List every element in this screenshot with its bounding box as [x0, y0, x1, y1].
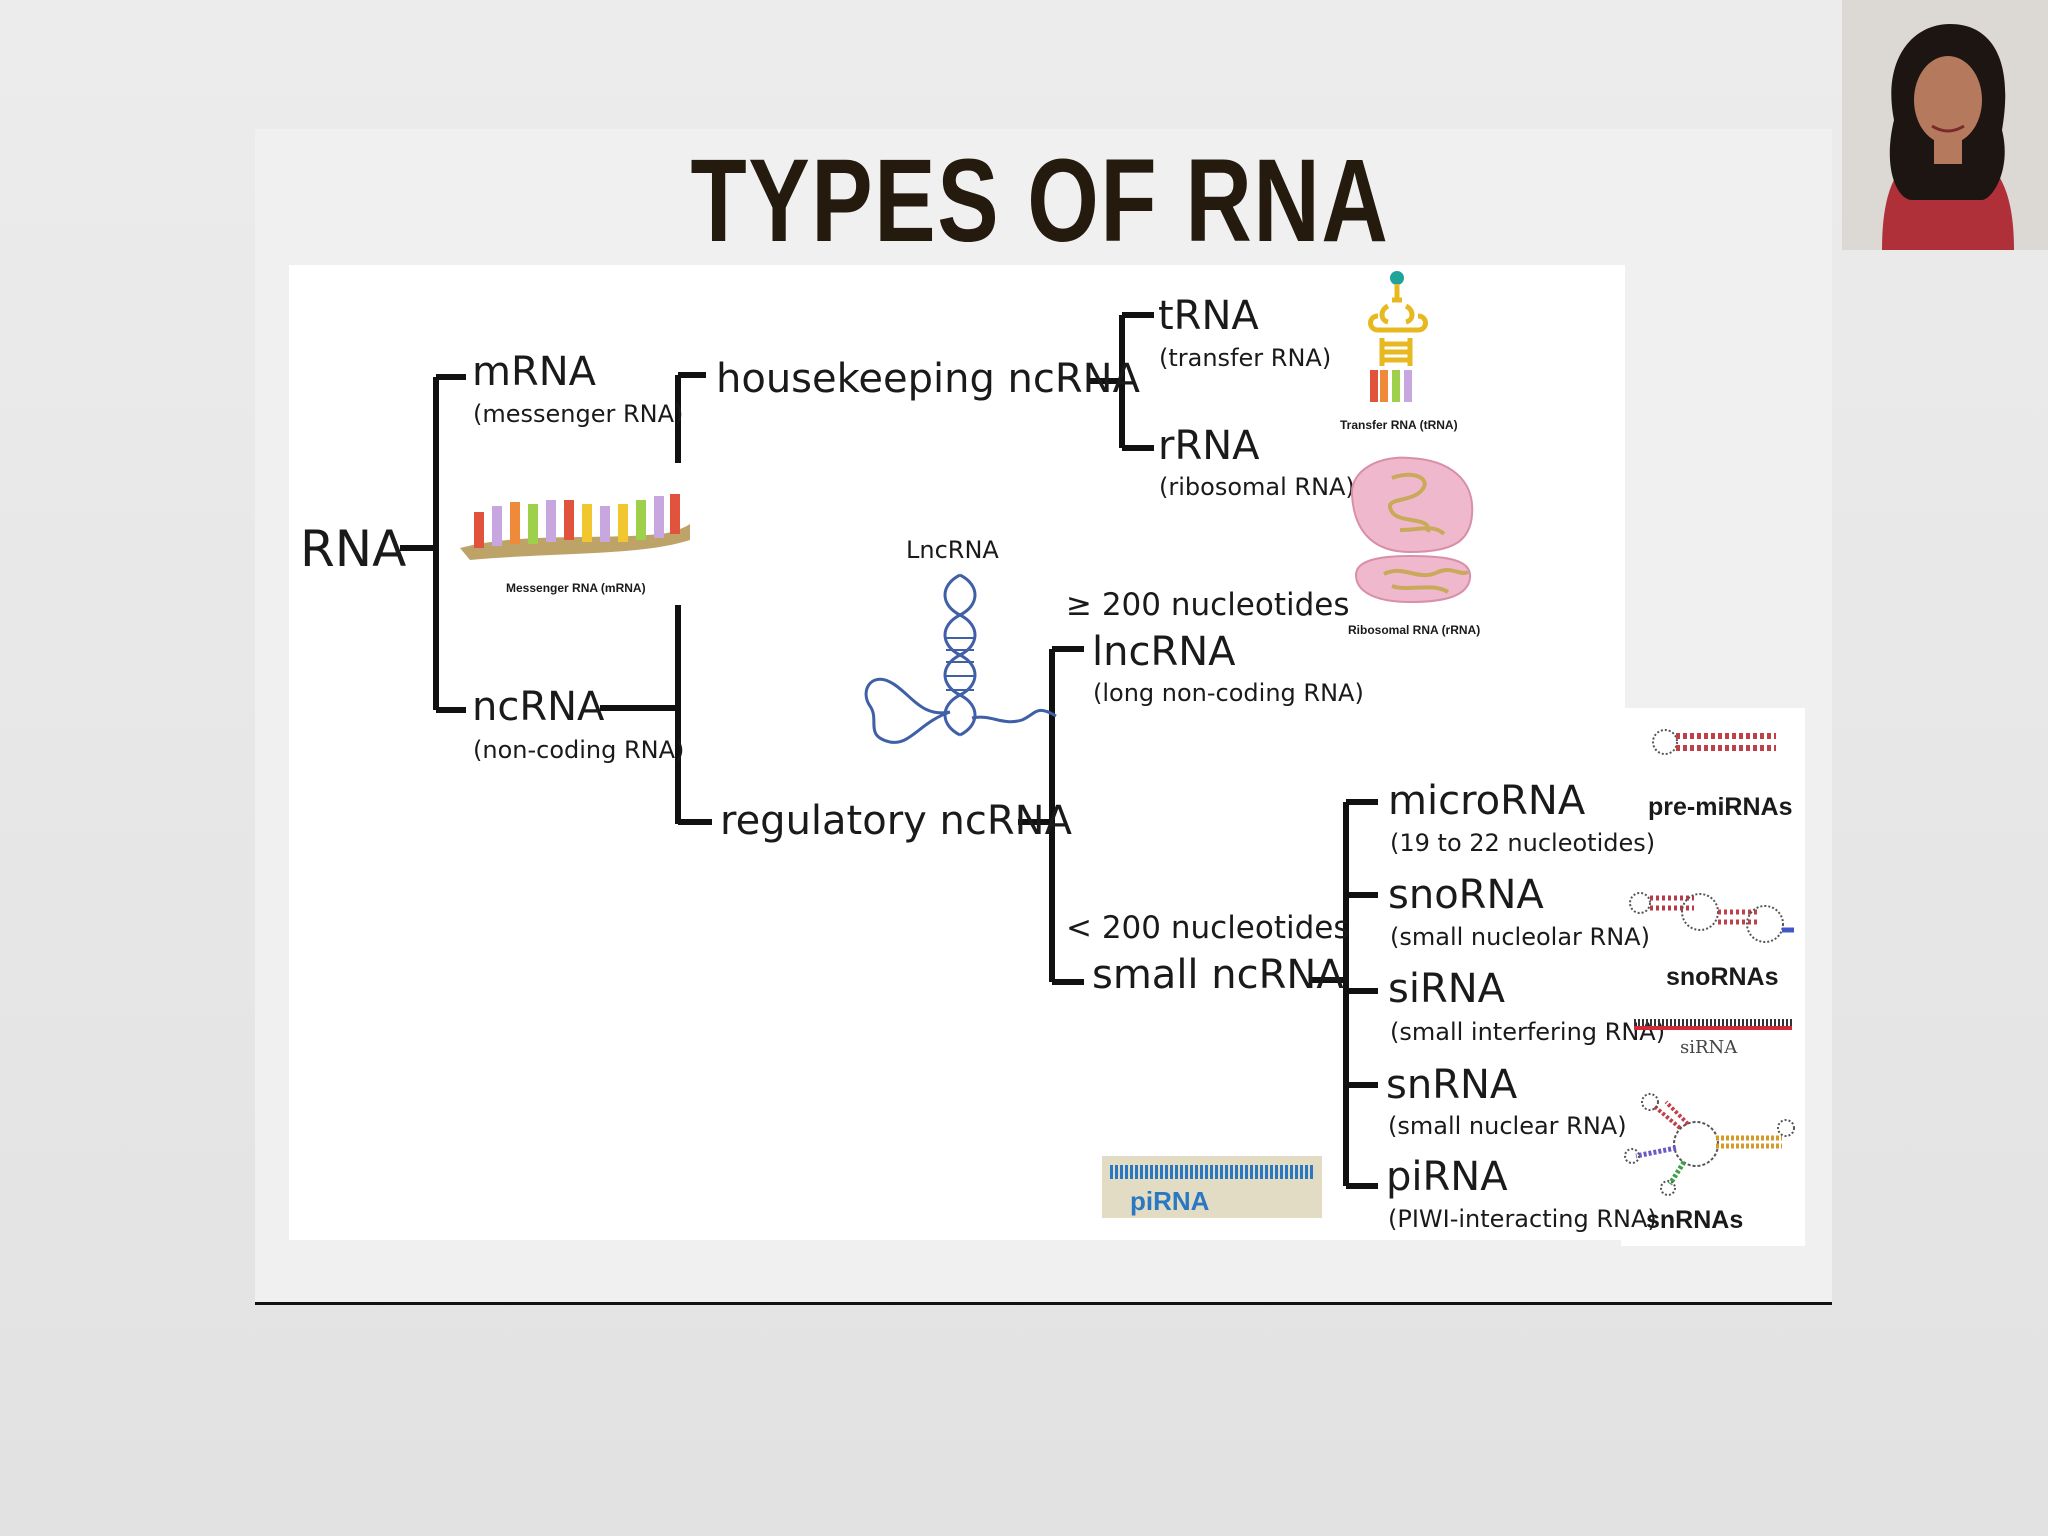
- diagram-panel: [289, 265, 1625, 1240]
- node-pirna-subtitle: (PIWI-interacting RNA): [1388, 1205, 1657, 1233]
- node-small-ncrna: small ncRNA: [1092, 952, 1344, 998]
- sirna-image-caption: siRNA: [1680, 1037, 1738, 1058]
- webcam-presenter-feed: [1842, 0, 2048, 250]
- snorna-illustration: snoRNAs: [1629, 892, 1794, 991]
- note-ge-200: ≥ 200 nucleotides: [1066, 587, 1350, 623]
- lncrna-image-caption: LncRNA: [906, 536, 999, 564]
- node-rrna-subtitle: (ribosomal RNA): [1159, 473, 1355, 501]
- trna-image-caption: Transfer RNA (tRNA): [1340, 418, 1458, 432]
- note-lt-200: < 200 nucleotides: [1066, 910, 1350, 946]
- node-mrna: mRNA: [472, 349, 597, 395]
- slide-title: TYPES OF RNA: [690, 135, 1390, 267]
- node-housekeeping: housekeeping ncRNA: [716, 356, 1141, 402]
- node-lncrna: lncRNA: [1092, 629, 1236, 675]
- sirna-illustration: siRNA: [1634, 1019, 1792, 1058]
- node-microrna: microRNA: [1388, 778, 1586, 824]
- rrna-illustration: Ribosomal RNA (rRNA): [1348, 456, 1480, 637]
- node-snrna: snRNA: [1386, 1062, 1518, 1108]
- pirna-image-caption: piRNA: [1130, 1186, 1210, 1216]
- node-sirna: siRNA: [1388, 966, 1506, 1012]
- node-trna: tRNA: [1158, 293, 1259, 339]
- node-ncrna-subtitle: (non-coding RNA): [473, 736, 684, 764]
- node-pirna: piRNA: [1386, 1154, 1508, 1200]
- node-trna-subtitle: (transfer RNA): [1159, 344, 1331, 372]
- rrna-image-caption: Ribosomal RNA (rRNA): [1348, 623, 1480, 637]
- presenter-image: [1842, 0, 2048, 250]
- lncrna-illustration: LncRNA: [864, 536, 1057, 744]
- node-snorna-subtitle: (small nucleolar RNA): [1390, 923, 1650, 951]
- node-snrna-subtitle: (small nuclear RNA): [1388, 1112, 1627, 1140]
- node-snorna: snoRNA: [1388, 872, 1544, 918]
- slide-bottom-border: [255, 1302, 1832, 1305]
- trna-illustration: Transfer RNA (tRNA): [1340, 271, 1458, 432]
- snrna-illustration: snRNAs: [1624, 1093, 1795, 1234]
- pirna-illustration: piRNA: [1102, 1156, 1322, 1218]
- snorna-caption: snoRNAs: [1666, 963, 1779, 991]
- mrna-illustration: Messenger RNA (mRNA): [460, 494, 690, 595]
- snrna-caption: snRNAs: [1646, 1206, 1743, 1234]
- mrna-image-caption: Messenger RNA (mRNA): [506, 581, 646, 595]
- node-rna: RNA: [300, 520, 406, 578]
- node-regulatory: regulatory ncRNA: [720, 798, 1073, 844]
- node-sirna-subtitle: (small interfering RNA): [1390, 1018, 1665, 1046]
- node-mrna-subtitle: (messenger RNA): [473, 400, 683, 428]
- node-ncrna: ncRNA: [472, 684, 605, 730]
- tree-connectors: [400, 312, 1378, 1189]
- node-lncrna-subtitle: (long non-coding RNA): [1093, 679, 1364, 707]
- pre-mirna-caption: pre-miRNAs: [1648, 793, 1792, 821]
- node-rrna: rRNA: [1158, 423, 1260, 469]
- pre-mirna-illustration: pre-miRNAs: [1648, 729, 1792, 821]
- node-microrna-subtitle: (19 to 22 nucleotides): [1390, 829, 1655, 857]
